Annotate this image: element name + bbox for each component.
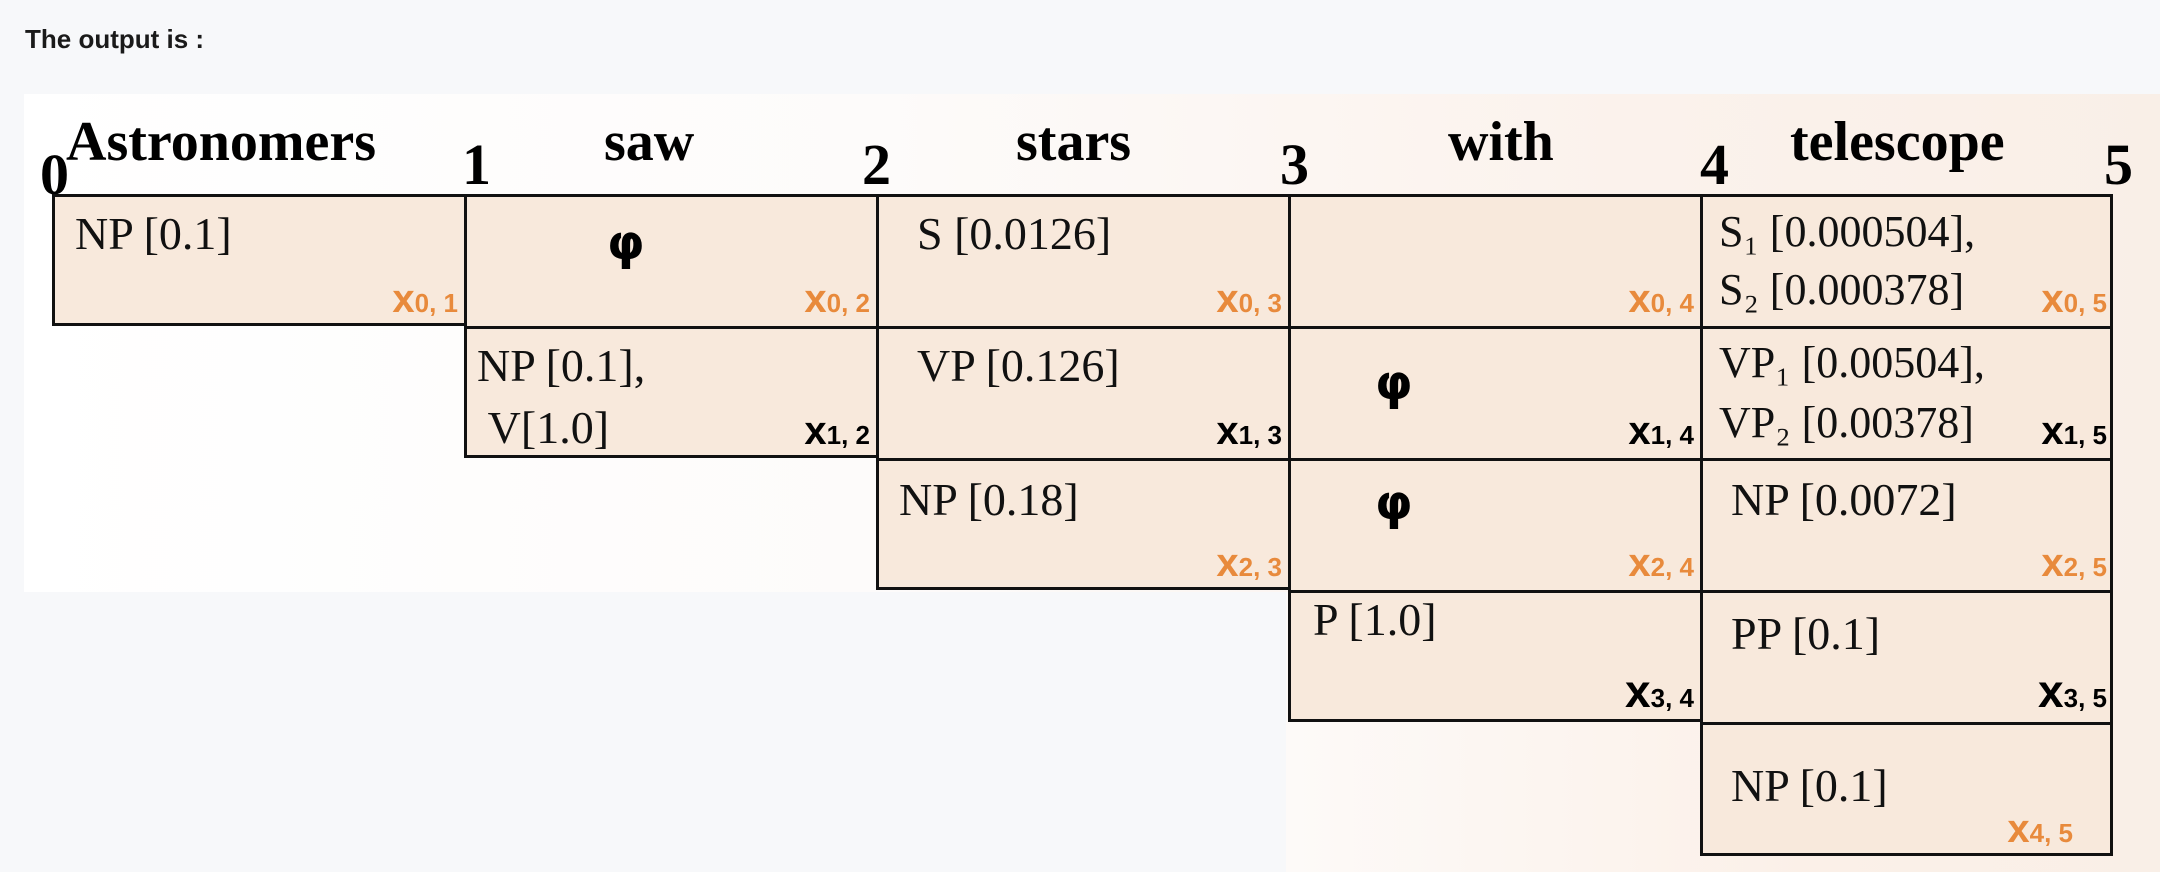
chart-cell-x24: φ x2, 4	[1288, 458, 1700, 590]
word-with: with	[1448, 111, 1554, 173]
chart-cell-x23: NP [0.18] x2, 3	[876, 458, 1288, 590]
cell-label: x2, 4	[1628, 541, 1694, 585]
boundary-5: 5	[2104, 132, 2133, 197]
chart-cell-x12: NP [0.1], V[1.0] x1, 2	[464, 326, 876, 458]
grid-line-bottom-row4	[1700, 853, 2113, 856]
cell-label: x0, 2	[804, 277, 870, 321]
chart-cell-x03: S [0.0126] x0, 3	[876, 194, 1288, 326]
boundary-1: 1	[462, 132, 491, 197]
boundary-3: 3	[1280, 132, 1309, 197]
chart-cell-x15: VP₁ [0.00504], VP₂ [0.00378] x1, 5	[1700, 326, 2113, 458]
cell-label: x1, 3	[1216, 409, 1282, 453]
boundary-0: 0	[40, 142, 69, 207]
cell-content: NP [0.0072]	[1731, 474, 1957, 525]
chart-cell-x14: φ x1, 4	[1288, 326, 1700, 458]
empty-set-symbol: φ	[607, 215, 645, 271]
cell-content: P [1.0]	[1313, 594, 1437, 645]
cell-label: x4, 5	[2007, 807, 2073, 851]
empty-set-symbol: φ	[1375, 475, 1413, 531]
cell-label: x2, 3	[1216, 541, 1282, 585]
cell-label: x0, 1	[392, 277, 458, 321]
grid-line-bottom-row1	[464, 455, 876, 458]
cell-label: x3, 5	[2038, 665, 2107, 717]
chart-cell-x25: NP [0.0072] x2, 5	[1700, 458, 2113, 590]
cell-label: x0, 5	[2041, 277, 2107, 321]
grid-line-bottom-row0	[52, 323, 464, 326]
grid-line-bottom-row2	[876, 587, 1288, 590]
boundary-4: 4	[1700, 132, 1729, 197]
chart-cell-x01: NP [0.1] x0, 1	[52, 194, 464, 326]
page-heading: The output is :	[25, 24, 205, 54]
cell-content: S₁ [0.000504], S₂ [0.000378]	[1719, 207, 1976, 314]
cell-label: x1, 4	[1628, 409, 1694, 453]
word-stars: stars	[1016, 111, 1132, 173]
cell-content: VP [0.126]	[917, 340, 1120, 391]
chart-cell-x45: NP [0.1] x4, 5	[1700, 722, 2113, 856]
grid-line-bottom-row3	[1288, 719, 1700, 722]
cell-content: S [0.0126]	[917, 208, 1112, 259]
word-telescope: telescope	[1790, 111, 2005, 173]
cell-label: x0, 4	[1628, 277, 1694, 321]
chart-cell-x35: PP [0.1] x3, 5	[1700, 590, 2113, 722]
cky-chart-figure: 0 1 2 3 4 5 Astronomers saw stars with t…	[24, 94, 2160, 872]
cell-label: x2, 5	[2041, 541, 2107, 585]
cell-content: NP [0.1]	[1731, 760, 1888, 811]
chart-cell-x13: VP [0.126] x1, 3	[876, 326, 1288, 458]
grid-line-right	[2110, 194, 2113, 856]
cell-content: VP₁ [0.00504], VP₂ [0.00378]	[1719, 338, 1985, 447]
cell-content: PP [0.1]	[1731, 608, 1881, 659]
cell-content: NP [0.1]	[75, 208, 232, 259]
cell-label: x3, 4	[1625, 665, 1694, 717]
cell-label: x0, 3	[1216, 277, 1282, 321]
chart-cell-x04: x0, 4	[1288, 194, 1700, 326]
cell-content: NP [0.1], V[1.0]	[477, 340, 646, 453]
cell-label: x1, 5	[2041, 409, 2107, 453]
boundary-2: 2	[862, 132, 891, 197]
chart-cell-x02: φ x0, 2	[464, 194, 876, 326]
cell-content: NP [0.18]	[899, 474, 1079, 525]
word-astronomers: Astronomers	[66, 111, 377, 173]
empty-set-symbol: φ	[1375, 355, 1413, 411]
word-saw: saw	[604, 111, 695, 173]
chart-cell-x34: P [1.0] x3, 4	[1288, 590, 1700, 722]
cell-label: x1, 2	[804, 409, 870, 453]
chart-cell-x05: S₁ [0.000504], S₂ [0.000378] x0, 5	[1700, 194, 2113, 326]
